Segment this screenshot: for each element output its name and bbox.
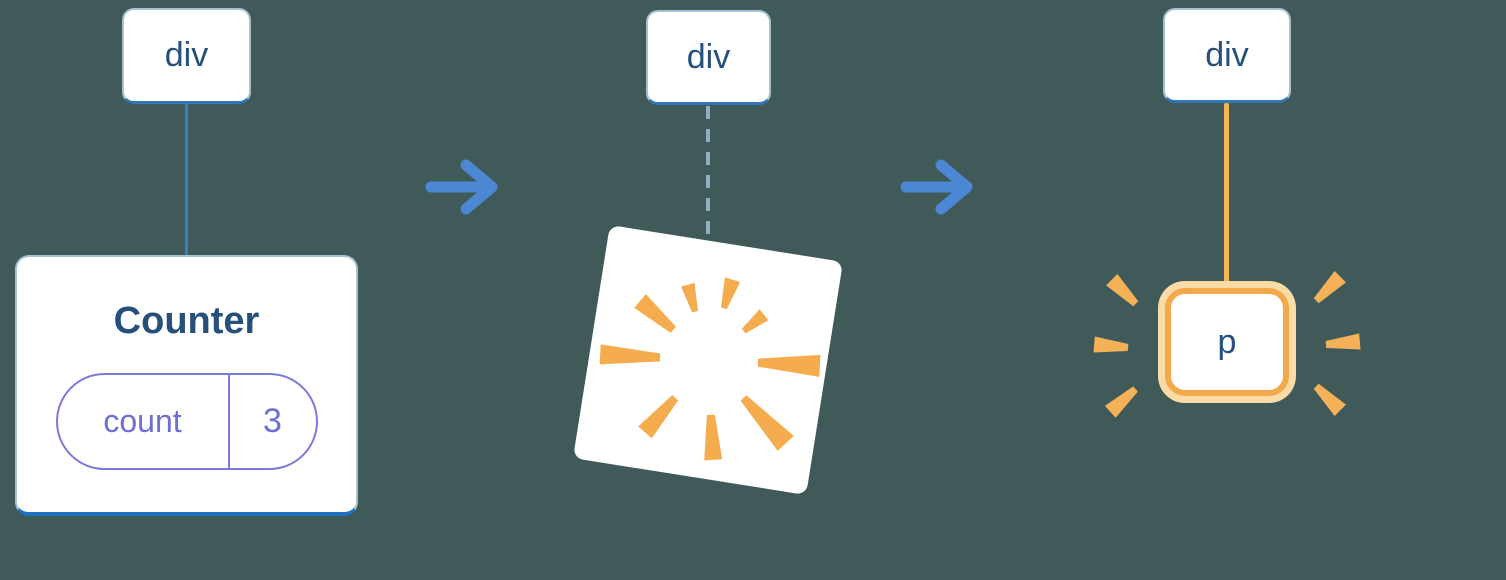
highlight-sparks-icon [1093, 271, 1361, 418]
state-value: 3 [227, 374, 316, 468]
right-arrow-icon [900, 159, 973, 215]
edge-div-to-counter [185, 103, 188, 256]
edge-dashed-removed [706, 106, 710, 234]
tree-node-div-after: div [1163, 8, 1291, 103]
state-key: count [103, 402, 182, 439]
node-label: div [164, 36, 209, 74]
counter-component-card: Counter count 3 [15, 255, 358, 516]
tree-node-div-before: div [122, 8, 251, 104]
new-p-node: p [1165, 288, 1289, 396]
component-title: Counter [113, 299, 260, 342]
node-label: div [686, 37, 731, 76]
state-pill: count 3 [55, 372, 318, 470]
node-label: p [1217, 322, 1237, 361]
node-label: div [1205, 35, 1249, 74]
tree-node-div-during: div [646, 10, 771, 105]
right-arrow-icon [425, 159, 498, 215]
poof-burst-icon [574, 226, 842, 494]
edge-div-to-p [1224, 103, 1229, 288]
